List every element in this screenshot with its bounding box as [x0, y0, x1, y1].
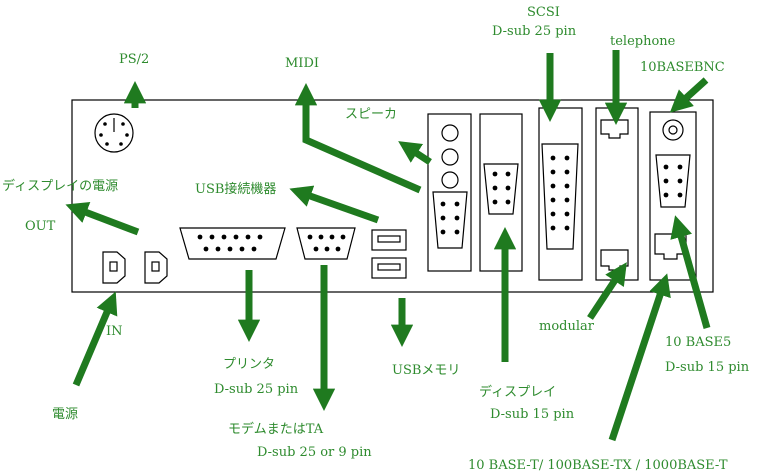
midi-label: MIDI: [285, 56, 319, 71]
speaker-label: スピーカ: [345, 107, 397, 122]
sound-card: [427, 113, 472, 272]
power-out-connector: [102, 251, 126, 284]
ps2-label: PS/2: [119, 52, 149, 67]
back-panel: [71, 99, 714, 293]
power-in-connector: [144, 251, 168, 284]
speaker-arrow: [398, 141, 432, 165]
printer-port: [179, 227, 286, 260]
printer-connector-label: D-sub 25 pin: [214, 382, 299, 397]
usb-devices-arrow: [289, 185, 380, 224]
base5-connector-label: D-sub 15 pin: [665, 360, 750, 375]
scsi-connector-label: D-sub 25 pin: [492, 24, 577, 39]
usb-memory-label: USBメモリ: [392, 363, 460, 378]
ethernet-label: 10 BASE-T/ 100BASE-TX / 1000BASE-T: [468, 458, 728, 473]
display-connector-label: D-sub 15 pin: [490, 407, 575, 422]
display-power-arrow: [65, 201, 140, 236]
telephone-label: telephone: [610, 34, 676, 49]
bnc-arrow: [669, 77, 709, 113]
bnc-label: 10BASEBNC: [640, 60, 725, 75]
modular-label: modular: [539, 319, 595, 334]
base5-label: 10 BASE5: [665, 335, 731, 350]
ps2-port: [94, 113, 134, 153]
modem-connector-label: D-sub 25 or 9 pin: [257, 445, 372, 460]
base5-arrow: [670, 215, 711, 329]
usb-devices-label: USB接続機器: [195, 181, 276, 197]
display-power-label: ディスプレイの電源: [2, 178, 118, 194]
usb-port-top: [371, 229, 407, 251]
usb-port-bottom: [371, 257, 407, 279]
power-in-arrow: [72, 291, 118, 387]
scsi-label: SCSI: [527, 5, 560, 20]
modular-arrow: [587, 262, 627, 320]
out-label: OUT: [25, 219, 56, 234]
midi-arrow: [294, 83, 422, 194]
power-label: 電源: [52, 407, 78, 422]
serial-port: [296, 227, 356, 260]
modem-label: モデムまたはTA: [228, 421, 324, 437]
display-card: [479, 113, 523, 272]
in-label: IN: [106, 324, 123, 339]
ethernet-arrow: [608, 273, 671, 442]
printer-label: プリンタ: [223, 357, 275, 372]
display-label: ディスプレイ: [479, 384, 556, 400]
